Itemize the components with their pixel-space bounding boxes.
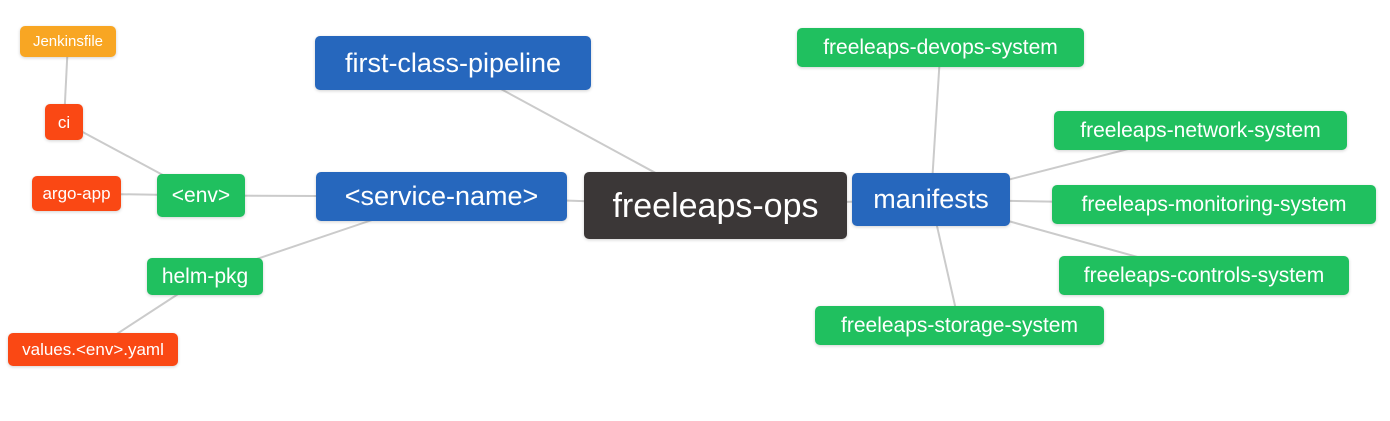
node-freeleaps-devops-system[interactable]: freeleaps-devops-system: [797, 28, 1084, 67]
node-service-name[interactable]: <service-name>: [316, 172, 567, 221]
node-jenkinsfile[interactable]: Jenkinsfile: [20, 26, 116, 57]
node-freeleaps-network-system[interactable]: freeleaps-network-system: [1054, 111, 1347, 150]
node-argo-app[interactable]: argo-app: [32, 176, 121, 211]
node-freeleaps-controls-system[interactable]: freeleaps-controls-system: [1059, 256, 1349, 295]
node-values-env-yaml[interactable]: values.<env>.yaml: [8, 333, 178, 366]
node-freeleaps-monitoring-system[interactable]: freeleaps-monitoring-system: [1052, 185, 1376, 224]
node-manifests[interactable]: manifests: [852, 173, 1010, 226]
node-ci[interactable]: ci: [45, 104, 83, 140]
node-helm-pkg[interactable]: helm-pkg: [147, 258, 263, 295]
node-first-class-pipeline[interactable]: first-class-pipeline: [315, 36, 591, 90]
node-freeleaps-storage-system[interactable]: freeleaps-storage-system: [815, 306, 1104, 345]
node-env[interactable]: <env>: [157, 174, 245, 217]
node-freeleaps-ops[interactable]: freeleaps-ops: [584, 172, 847, 239]
